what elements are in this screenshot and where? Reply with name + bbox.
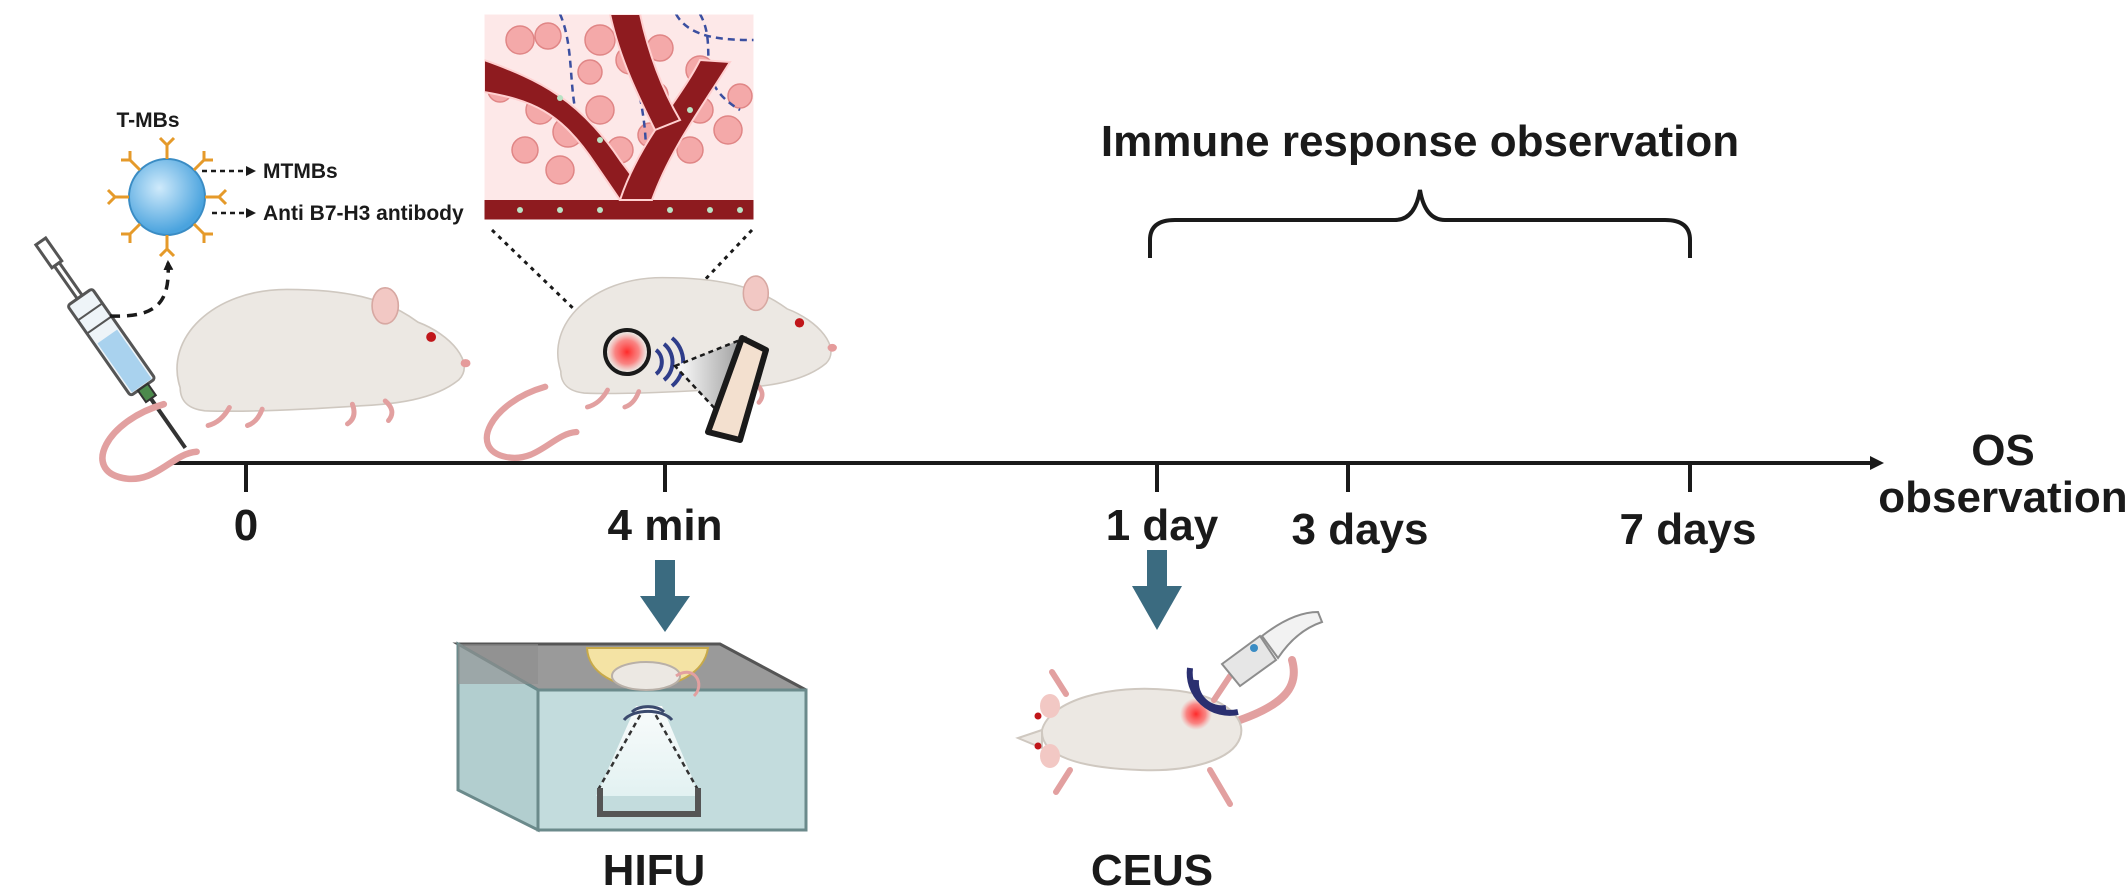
ultrasound-probe-icon: [1186, 610, 1324, 716]
horizontal-vessel: [484, 200, 754, 220]
antibody-icons: [106, 136, 228, 258]
bubble-shell: [128, 158, 206, 236]
microbubble-icon: T-MBs MTMBs Anti B7-H3 antibody: [106, 109, 464, 258]
os-label-line2: observation: [1878, 473, 2127, 522]
down-arrow-hifu: [640, 560, 690, 632]
os-label-line1: OS: [1971, 426, 2035, 475]
timeline-axis: 0 4 min 1 day 3 days 7 days OS observati…: [172, 426, 2128, 554]
syringe-icon: [33, 235, 187, 449]
tick-label-0: 0: [234, 501, 258, 550]
label-mtmbs: MTMBs: [263, 160, 338, 183]
hifu-label: HIFU: [603, 846, 706, 892]
mouse-icon: [1015, 656, 1298, 807]
down-arrow-ceus: [1132, 550, 1182, 630]
brace-title: Immune response observation: [1101, 117, 1739, 166]
tick-label-1day: 1 day: [1106, 501, 1219, 550]
water-tank-icon: [452, 641, 808, 833]
microbubble-title: T-MBs: [117, 109, 180, 132]
ultrasound-probe-icon: [705, 335, 769, 443]
syringe-to-bubble-arrow: [109, 260, 174, 318]
hifu-transducer: [597, 788, 701, 817]
ceus-label: CEUS: [1091, 846, 1213, 892]
tick-label-3days: 3 days: [1292, 505, 1429, 554]
tumor-target-icon: [603, 328, 651, 376]
immune-observation-brace: Immune response observation: [1101, 117, 1739, 258]
brace-shape: [1148, 189, 1692, 258]
mouse-in-bowl: [611, 661, 681, 691]
tumor-vessel-icon: [484, 14, 754, 220]
mouse-icon: [102, 288, 470, 479]
tick-label-7days: 7 days: [1620, 505, 1757, 554]
tick-label-4min: 4 min: [608, 501, 723, 550]
label-antibody: Anti B7-H3 antibody: [263, 202, 464, 225]
